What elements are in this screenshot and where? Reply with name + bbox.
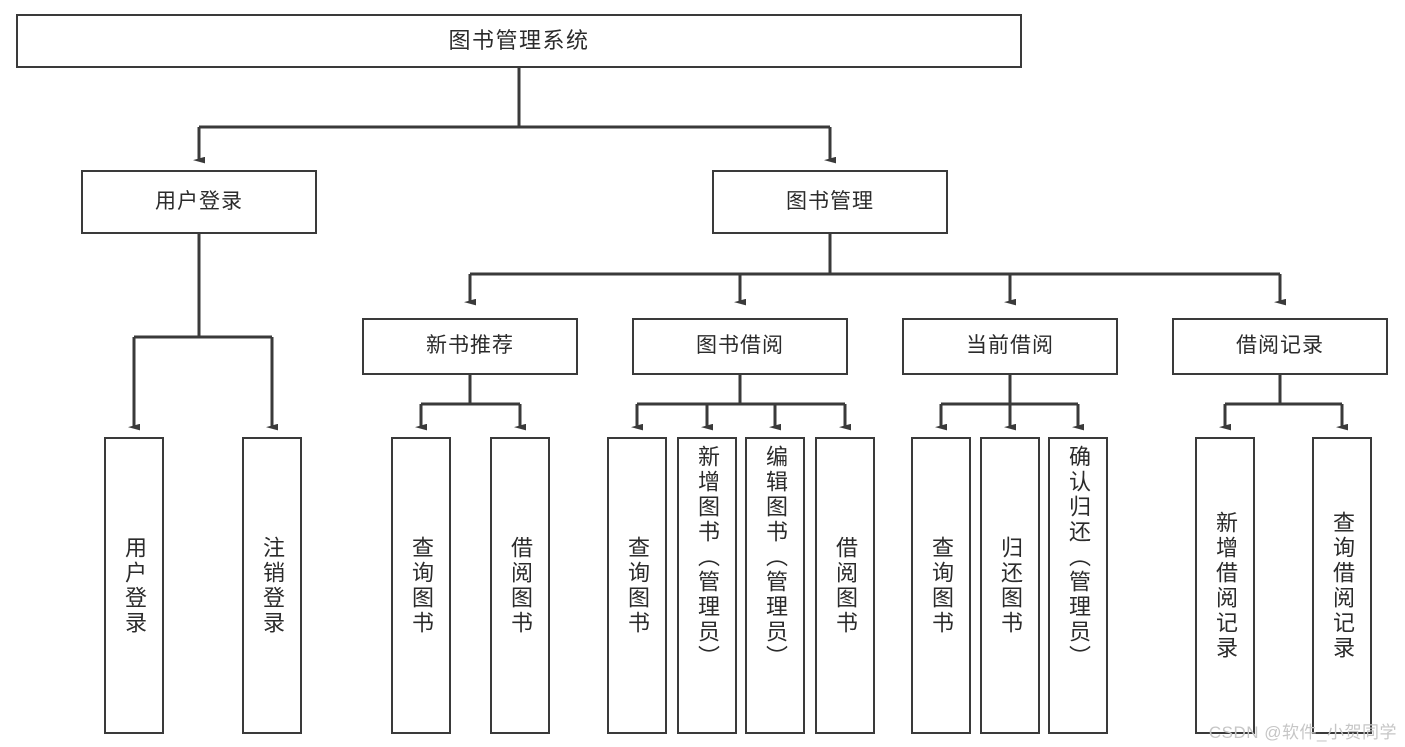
node-label: 图书管理系统 <box>448 28 590 54</box>
node-label: 新书推荐 <box>426 334 514 358</box>
node-label: 新增图书（管理员） <box>695 445 720 670</box>
node-label: 编辑图书（管理员） <box>763 445 788 670</box>
node-label: 图书借阅 <box>696 334 784 358</box>
leaf-book-borrow-add-book-admin[interactable]: 新增图书（管理员） <box>677 437 737 734</box>
node-label: 用户登录 <box>155 189 243 213</box>
node-label: 确认归还（管理员） <box>1066 445 1091 670</box>
node-label: 借阅图书 <box>833 535 858 636</box>
node-label: 借阅记录 <box>1236 334 1324 358</box>
node-book-management[interactable]: 图书管理 <box>712 170 948 234</box>
node-label: 查询图书 <box>625 535 650 636</box>
node-label: 新增借阅记录 <box>1213 510 1238 661</box>
leaf-borrow-record-add-record[interactable]: 新增借阅记录 <box>1195 437 1255 734</box>
node-book-borrow[interactable]: 图书借阅 <box>632 318 848 375</box>
node-current-borrow[interactable]: 当前借阅 <box>902 318 1118 375</box>
leaf-current-borrow-return-books[interactable]: 归还图书 <box>980 437 1040 734</box>
leaf-current-borrow-confirm-return-admin[interactable]: 确认归还（管理员） <box>1048 437 1108 734</box>
node-label: 当前借阅 <box>966 334 1054 358</box>
node-user-login[interactable]: 用户登录 <box>81 170 317 234</box>
leaf-current-borrow-query-books[interactable]: 查询图书 <box>911 437 971 734</box>
leaf-book-borrow-query-books[interactable]: 查询图书 <box>607 437 667 734</box>
node-label: 借阅图书 <box>508 535 533 636</box>
node-label: 用户登录 <box>122 535 147 636</box>
leaf-new-book-borrow-books[interactable]: 借阅图书 <box>490 437 550 734</box>
leaf-user-login-login[interactable]: 用户登录 <box>104 437 164 734</box>
leaf-user-login-logout[interactable]: 注销登录 <box>242 437 302 734</box>
node-label: 注销登录 <box>260 535 285 636</box>
leaf-borrow-record-query-record[interactable]: 查询借阅记录 <box>1312 437 1372 734</box>
leaf-book-borrow-edit-book-admin[interactable]: 编辑图书（管理员） <box>745 437 805 734</box>
node-label: 查询图书 <box>409 535 434 636</box>
node-label: 图书管理 <box>786 189 874 213</box>
watermark: CSDN @软件_小贺同学 <box>1208 723 1397 742</box>
node-label: 归还图书 <box>998 535 1023 636</box>
leaf-book-borrow-borrow-books[interactable]: 借阅图书 <box>815 437 875 734</box>
node-label: 查询借阅记录 <box>1330 510 1355 661</box>
node-new-book-recommend[interactable]: 新书推荐 <box>362 318 578 375</box>
node-borrow-record[interactable]: 借阅记录 <box>1172 318 1388 375</box>
leaf-new-book-query-books[interactable]: 查询图书 <box>391 437 451 734</box>
node-root-library-management-system[interactable]: 图书管理系统 <box>16 14 1022 68</box>
node-label: 查询图书 <box>929 535 954 636</box>
